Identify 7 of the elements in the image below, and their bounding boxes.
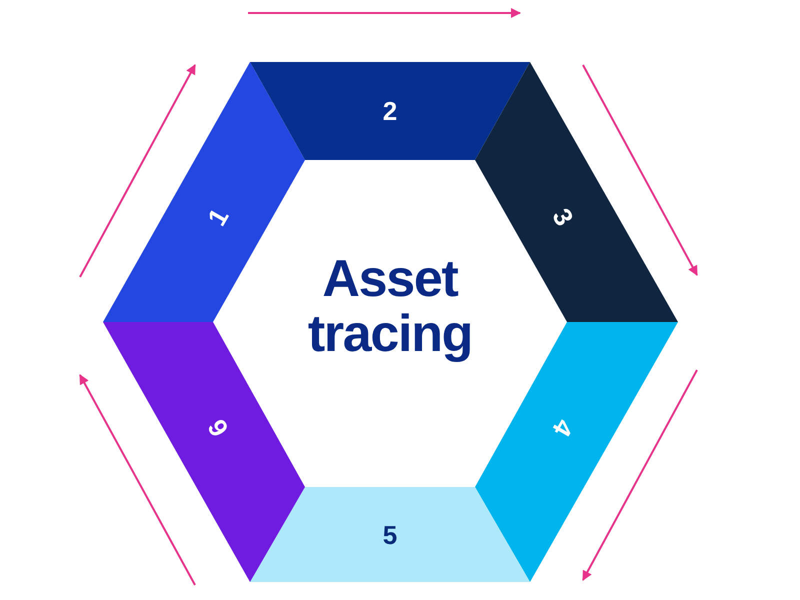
segment-number: 6 — [202, 415, 233, 442]
segment-number: 5 — [382, 522, 398, 548]
center-title: Asset tracing — [306, 252, 474, 362]
segment-number: 3 — [548, 204, 578, 230]
segment-number: 2 — [382, 98, 398, 124]
segment-number: 1 — [202, 204, 233, 230]
segment-number: 4 — [548, 415, 578, 442]
